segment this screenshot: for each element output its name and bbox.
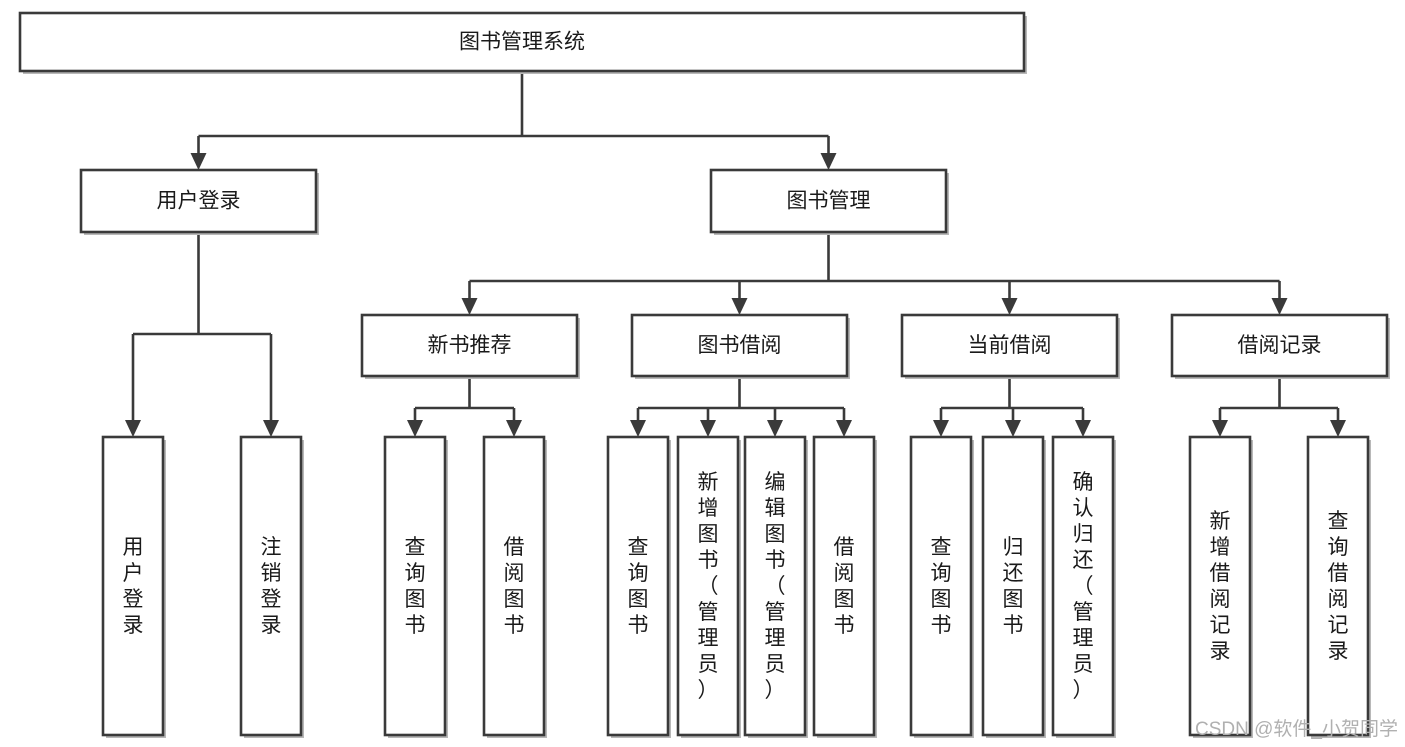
node-new-book-rec[interactable]: 新书推荐 xyxy=(360,313,580,379)
node-borrow-record[interactable]: 借阅记录 xyxy=(1170,313,1390,379)
edge-new-book-rec-to-leaf-borrow-book-1-arrowhead xyxy=(506,420,522,437)
node-box[interactable] xyxy=(482,435,546,737)
node-box[interactable] xyxy=(709,168,948,234)
node-box[interactable] xyxy=(900,313,1119,378)
node-label: 借阅图书 xyxy=(504,536,525,637)
csdn-watermark: CSDN @软件_小贺同学 xyxy=(1195,718,1398,740)
node-box[interactable] xyxy=(360,313,579,378)
node-box[interactable] xyxy=(101,435,165,737)
edge-root-to-book-manage-arrowhead xyxy=(820,153,837,170)
edge-book-borrow-to-leaf-borrow-book-2-arrowhead xyxy=(836,420,852,437)
node-box[interactable] xyxy=(383,435,447,737)
edge-bm-to-current-borrow-arrowhead xyxy=(1001,298,1018,315)
node-box[interactable] xyxy=(606,435,670,737)
edge-ul-to-leaf-user-login-arrowhead xyxy=(125,420,141,437)
node-leaf-logout[interactable]: 注销登录 xyxy=(239,435,304,738)
node-label: 查询图书 xyxy=(405,536,426,637)
edge-root-to-user-login-arrowhead xyxy=(190,153,207,170)
node-label: 归还图书 xyxy=(1003,536,1024,637)
node-label: 查询借阅记录 xyxy=(1328,510,1349,663)
node-current-borrow[interactable]: 当前借阅 xyxy=(900,313,1120,379)
node-box[interactable] xyxy=(981,435,1045,737)
node-label: 借阅图书 xyxy=(834,536,855,637)
node-label: 用户登录 xyxy=(123,536,144,637)
node-label: 查询图书 xyxy=(931,536,952,637)
node-leaf-query-book-2[interactable]: 查询图书 xyxy=(606,435,671,738)
node-leaf-query-book-3[interactable]: 查询图书 xyxy=(909,435,974,738)
edge-bm-to-new-book-rec-arrowhead xyxy=(461,298,478,315)
edge-book-borrow-to-leaf-edit-book-arrowhead xyxy=(767,420,783,437)
node-book-manage[interactable]: 图书管理 xyxy=(709,168,949,235)
node-label: 当前借阅 xyxy=(968,334,1052,357)
node-label: 新增借阅记录 xyxy=(1210,510,1231,663)
node-label: 新书推荐 xyxy=(428,334,512,357)
node-label: 注销登录 xyxy=(261,536,282,637)
node-leaf-confirm-return[interactable]: 确认归还（管理员） xyxy=(1051,435,1116,738)
edge-bm-to-book-borrow-arrowhead xyxy=(731,298,748,315)
edge-borrow-record-to-leaf-query-record-arrowhead xyxy=(1330,420,1346,437)
node-box[interactable] xyxy=(18,11,1026,73)
edge-book-borrow-to-leaf-query-book-2-arrowhead xyxy=(630,420,646,437)
node-box[interactable] xyxy=(1188,435,1252,737)
node-leaf-edit-book[interactable]: 编辑图书（管理员） xyxy=(743,435,808,738)
node-label: 图书借阅 xyxy=(698,334,782,357)
node-root[interactable]: 图书管理系统 xyxy=(18,11,1027,74)
node-leaf-query-record[interactable]: 查询借阅记录 xyxy=(1306,435,1371,738)
node-label: 编辑图书（管理员） xyxy=(765,471,786,702)
edge-current-borrow-to-leaf-confirm-return-arrowhead xyxy=(1075,420,1091,437)
node-user-login[interactable]: 用户登录 xyxy=(79,168,319,235)
node-label: 新增图书（管理员） xyxy=(698,471,719,702)
node-box[interactable] xyxy=(1051,435,1115,737)
node-label: 图书管理 xyxy=(787,190,871,213)
node-leaf-query-book-1[interactable]: 查询图书 xyxy=(383,435,448,738)
node-book-borrow[interactable]: 图书借阅 xyxy=(630,313,850,379)
nodes-layer: 图书管理系统用户登录图书管理新书推荐图书借阅当前借阅借阅记录用户登录注销登录查询… xyxy=(18,11,1390,738)
edge-book-borrow-to-leaf-add-book-arrowhead xyxy=(700,420,716,437)
node-label: 借阅记录 xyxy=(1238,334,1322,357)
node-leaf-return-book[interactable]: 归还图书 xyxy=(981,435,1046,738)
edge-current-borrow-to-leaf-query-book-3-arrowhead xyxy=(933,420,949,437)
node-box[interactable] xyxy=(1306,435,1370,737)
edge-new-book-rec-to-leaf-query-book-1-arrowhead xyxy=(407,420,423,437)
node-box[interactable] xyxy=(743,435,807,737)
node-box[interactable] xyxy=(676,435,740,737)
node-box[interactable] xyxy=(239,435,303,737)
node-box[interactable] xyxy=(1170,313,1389,378)
node-leaf-add-book[interactable]: 新增图书（管理员） xyxy=(676,435,741,738)
node-box[interactable] xyxy=(909,435,973,737)
node-box[interactable] xyxy=(812,435,876,737)
node-label: 图书管理系统 xyxy=(459,31,585,54)
node-label: 确认归还（管理员） xyxy=(1073,471,1094,702)
node-leaf-add-record[interactable]: 新增借阅记录 xyxy=(1188,435,1253,738)
edge-bm-to-borrow-record-arrowhead xyxy=(1271,298,1288,315)
node-box[interactable] xyxy=(630,313,849,378)
edge-borrow-record-to-leaf-add-record-arrowhead xyxy=(1212,420,1228,437)
node-label: 用户登录 xyxy=(157,190,241,213)
edge-current-borrow-to-leaf-return-book-arrowhead xyxy=(1005,420,1021,437)
edge-ul-to-leaf-logout-arrowhead xyxy=(263,420,279,437)
node-box[interactable] xyxy=(79,168,318,234)
node-label: 查询图书 xyxy=(628,536,649,637)
connectors-layer xyxy=(125,71,1346,437)
node-leaf-user-login[interactable]: 用户登录 xyxy=(101,435,166,738)
node-leaf-borrow-book-2[interactable]: 借阅图书 xyxy=(812,435,877,738)
node-leaf-borrow-book-1[interactable]: 借阅图书 xyxy=(482,435,547,738)
